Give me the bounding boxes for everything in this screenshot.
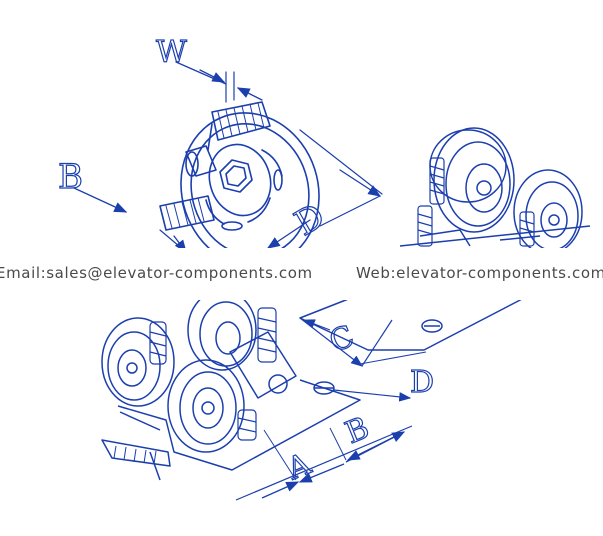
dim-label-c: C [325,319,359,360]
shoe-detail-view [73,61,383,268]
dim-label-b-top: B [58,157,83,197]
watermark-band [0,248,603,300]
roller-assembly-bottom-view [101,289,525,501]
dim-label-w: W [156,35,187,70]
dim-label-a: A [282,446,316,487]
watermark-web: Web:elevator-components.com [356,264,603,282]
roller-assembly-top-view [399,127,591,255]
watermark-email: Email:sales@elevator-components.com [0,264,313,282]
dim-label-b-bottom: B [341,410,375,451]
dim-label-d-bottom: D [410,365,434,400]
